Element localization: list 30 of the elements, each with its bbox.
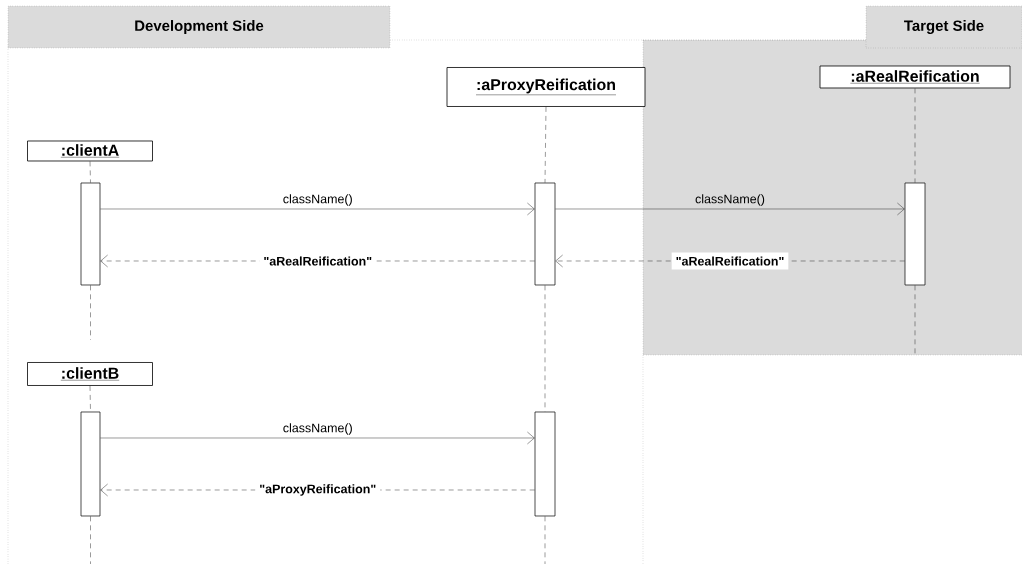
edge-label: "aRealReification" xyxy=(671,252,789,270)
activation-bar xyxy=(534,182,556,286)
edge-label: "aProxyReification" xyxy=(255,480,381,500)
edge-label: className() xyxy=(283,194,352,206)
object-box: :clientA xyxy=(27,140,153,162)
object-box: :aProxyReification xyxy=(446,67,646,107)
lifeline xyxy=(90,285,91,341)
lifeline xyxy=(544,516,546,564)
message-arrow xyxy=(100,431,535,445)
message-arrow xyxy=(100,202,535,216)
object-box: :clientB xyxy=(27,362,153,386)
lifeline xyxy=(89,385,91,412)
swimlane-header: Target Side xyxy=(865,5,1022,49)
object-box: :aRealReification xyxy=(819,65,1011,89)
lifeline xyxy=(914,285,916,356)
message-arrow xyxy=(555,202,905,216)
edge-label: "aRealReification" xyxy=(259,252,377,270)
activation-bar xyxy=(534,411,556,517)
activation-bar xyxy=(80,411,101,517)
node-label: Target Side xyxy=(904,20,984,34)
lifeline xyxy=(89,161,91,183)
edge-label: className() xyxy=(695,194,765,206)
activation-bar xyxy=(904,182,926,286)
lifeline xyxy=(90,516,91,564)
swimlane-header: Development Side xyxy=(7,5,391,49)
lifeline xyxy=(914,88,916,183)
lifeline xyxy=(544,106,547,183)
activation-bar xyxy=(80,182,101,286)
edge-label: className() xyxy=(283,423,352,435)
lifeline xyxy=(544,285,546,412)
